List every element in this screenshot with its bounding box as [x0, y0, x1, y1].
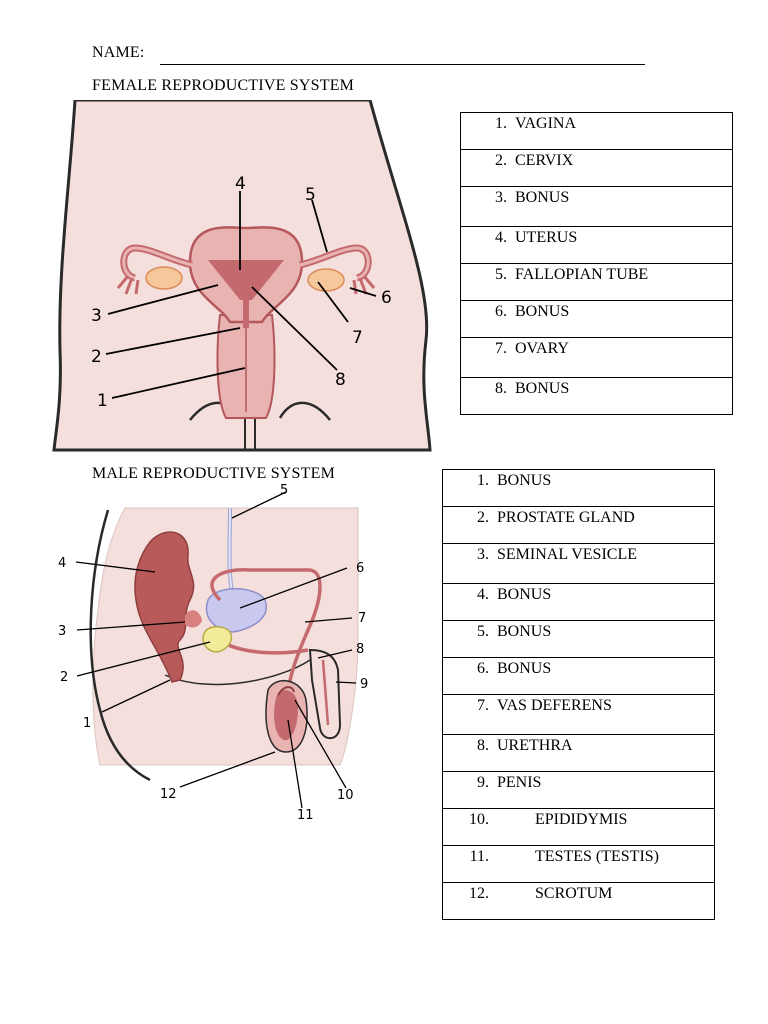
key-number: 1.	[477, 472, 489, 489]
table-row: 6. BONUS	[442, 657, 715, 695]
key-number: 4.	[477, 586, 489, 603]
key-number: 9.	[477, 774, 489, 791]
table-row: 2. CERVIX	[460, 149, 733, 187]
female-callout-5: 5	[305, 185, 316, 205]
male-callout-9: 9	[360, 677, 368, 692]
key-number: 8.	[495, 380, 507, 397]
table-row: 7. OVARY	[460, 337, 733, 378]
table-row: 7. VAS DEFERENS	[442, 694, 715, 735]
key-number: 5.	[495, 266, 507, 283]
key-number: 4.	[495, 229, 507, 246]
table-row: 8. BONUS	[460, 377, 733, 415]
key-number: 2.	[495, 152, 507, 169]
male-diagram: 5 4 6 7 3 8 2 9 1 12 10 11	[58, 483, 368, 823]
key-term: VAGINA	[515, 115, 577, 132]
table-row: 12. SCROTUM	[442, 882, 715, 920]
key-number: 8.	[477, 737, 489, 754]
female-callout-4: 4	[235, 174, 246, 194]
male-callout-12: 12	[160, 787, 177, 802]
female-callout-2: 2	[91, 347, 102, 367]
seminal-vesicle	[185, 610, 202, 628]
key-term: PROSTATE GLAND	[497, 509, 635, 526]
prostate-gland	[202, 626, 232, 653]
key-term: BONUS	[497, 660, 552, 677]
key-term: VAS DEFERENS	[497, 697, 612, 714]
name-label: NAME:	[92, 44, 145, 61]
male-callout-2: 2	[60, 670, 68, 685]
table-row: 11. TESTES (TESTIS)	[442, 845, 715, 883]
table-row: 10. EPIDIDYMIS	[442, 808, 715, 846]
female-callouts: 4 5 6 7 8 3 2 1	[91, 174, 392, 411]
key-number: 11.	[469, 848, 489, 865]
key-term: OVARY	[515, 340, 569, 357]
male-callout-8: 8	[356, 642, 364, 657]
ovary-right	[307, 268, 345, 292]
male-callout-6: 6	[356, 561, 364, 576]
key-term: BONUS	[497, 623, 552, 640]
rectum	[134, 531, 195, 683]
key-number: 7.	[477, 697, 489, 714]
table-row: 3. BONUS	[460, 186, 733, 227]
table-row: 1. BONUS	[442, 469, 715, 507]
female-diagram: 4 5 6 7 8 3 2 1	[52, 100, 432, 452]
female-callout-8: 8	[335, 370, 346, 390]
ovary-left	[145, 266, 183, 290]
female-callout-7: 7	[352, 328, 363, 348]
bladder	[205, 588, 268, 633]
name-field-line[interactable]	[160, 64, 645, 65]
male-callout-1: 1	[83, 716, 91, 731]
key-number: 12.	[469, 885, 489, 902]
key-term: BONUS	[515, 189, 570, 206]
table-row: 6. BONUS	[460, 300, 733, 338]
table-row: 5. FALLOPIAN TUBE	[460, 263, 733, 301]
key-term: EPIDIDYMIS	[535, 811, 628, 828]
key-term: SEMINAL VESICLE	[497, 546, 637, 563]
key-term: FALLOPIAN TUBE	[515, 266, 649, 283]
key-term: BONUS	[497, 586, 552, 603]
table-row: 5. BONUS	[442, 620, 715, 658]
male-callouts: 5 4 6 7 3 8 2 9 1 12 10 11	[58, 483, 368, 823]
male-callout-4: 4	[58, 556, 66, 571]
table-row: 4. BONUS	[442, 583, 715, 621]
male-section-title: MALE REPRODUCTIVE SYSTEM	[92, 465, 336, 482]
female-callout-3: 3	[91, 306, 102, 326]
key-number: 3.	[477, 546, 489, 563]
key-term: URETHRA	[497, 737, 573, 754]
testis	[274, 690, 298, 741]
table-row: 8. URETHRA	[442, 734, 715, 772]
key-number: 7.	[495, 340, 507, 357]
male-callout-11: 11	[297, 808, 314, 823]
male-callout-7: 7	[358, 611, 366, 626]
male-callout-10: 10	[337, 788, 354, 803]
key-number: 6.	[495, 303, 507, 320]
female-callout-1: 1	[97, 391, 108, 411]
key-number: 1.	[495, 115, 507, 132]
male-callout-3: 3	[58, 624, 66, 639]
key-number: 6.	[477, 660, 489, 677]
key-term: BONUS	[515, 303, 570, 320]
female-section-title: FEMALE REPRODUCTIVE SYSTEM	[92, 77, 355, 94]
female-callout-6: 6	[381, 288, 392, 308]
key-term: BONUS	[497, 472, 552, 489]
key-term: SCROTUM	[535, 885, 613, 902]
key-number: 3.	[495, 189, 507, 206]
female-key-table: 1. VAGINA 2. CERVIX 3. BONUS 4. UTERUS 5. FAL…	[460, 112, 733, 415]
key-term: CERVIX	[515, 152, 574, 169]
key-term: PENIS	[497, 774, 542, 791]
key-term: BONUS	[515, 380, 570, 397]
table-row: 1. VAGINA	[460, 112, 733, 150]
key-number: 2.	[477, 509, 489, 526]
table-row: 3. SEMINAL VESICLE	[442, 543, 715, 584]
uterine-cavity	[208, 260, 284, 300]
male-key-table: 1. BONUS 2. PROSTATE GLAND 3. SEMINAL VESIC…	[442, 469, 715, 920]
key-term: UTERUS	[515, 229, 578, 246]
table-row: 2. PROSTATE GLAND	[442, 506, 715, 544]
key-number: 5.	[477, 623, 489, 640]
male-callout-5: 5	[280, 483, 288, 498]
table-row: 9. PENIS	[442, 771, 715, 809]
key-term: TESTES (TESTIS)	[535, 848, 659, 865]
table-row: 4. UTERUS	[460, 226, 733, 264]
key-number: 10.	[469, 811, 489, 828]
